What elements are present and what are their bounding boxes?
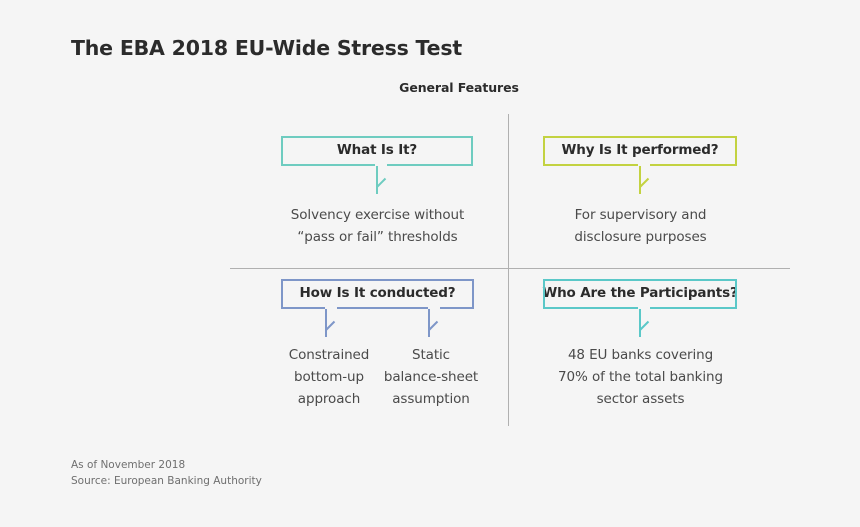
connector-how-is-it-conducted-right	[428, 309, 444, 339]
body-line: 48 EU banks covering	[567, 347, 714, 363]
body-line: assumption	[392, 390, 470, 407]
connector-stem	[325, 309, 327, 337]
box-edge-left	[543, 136, 545, 166]
connector-arrowhead	[376, 177, 387, 188]
body-line: balance-sheet	[383, 368, 479, 385]
quadrant-heading: What Is It?	[336, 142, 418, 159]
body-line: Static	[411, 347, 450, 363]
box-edge-bottom-right	[650, 307, 737, 309]
box-edge-bottom-left	[281, 307, 325, 309]
footer-source: Source: European Banking Authority	[71, 474, 262, 487]
box-edge-bottom-right	[387, 164, 473, 166]
body-line: disclosure purposes	[574, 228, 707, 245]
quadrant-box-who-are-the-participants[interactable]: Who Are the Participants?	[542, 279, 738, 309]
body-line: sector assets	[596, 390, 685, 407]
quadrant-box-why-is-it-performed[interactable]: Why Is It performed?	[543, 136, 737, 166]
body-line: Constrained	[288, 347, 370, 363]
connector-stem	[639, 166, 641, 194]
quadrant-body-who-are-the-participants: 48 EU banks covering 70% of the total ba…	[533, 345, 748, 411]
body-line: 70% of the total banking	[558, 368, 723, 385]
connector-arrowhead	[639, 320, 650, 331]
body-line: “pass or fail” thresholds	[297, 228, 458, 245]
quadrant-box-what-is-it[interactable]: What Is It?	[281, 136, 473, 166]
quadrant-box-how-is-it-conducted[interactable]: How Is It conducted?	[281, 279, 474, 309]
box-edge-left	[281, 279, 283, 309]
quadrant-divider-vertical	[508, 114, 509, 426]
body-line: Solvency exercise without	[290, 207, 465, 223]
connector-who-are-the-participants	[639, 309, 655, 339]
box-edge-top	[281, 136, 473, 138]
footer-as-of: As of November 2018	[71, 459, 186, 471]
box-edge-bottom-mid	[337, 307, 428, 309]
body-line: bottom-up	[294, 368, 364, 385]
connector-arrowhead	[428, 320, 439, 331]
box-edge-right	[735, 279, 737, 309]
quadrant-divider-horizontal	[230, 268, 790, 269]
box-edge-top	[281, 279, 474, 281]
connector-stem	[428, 309, 430, 337]
connector-why-is-it-performed	[639, 166, 655, 196]
body-line: approach	[297, 390, 361, 407]
quadrant-body-why-is-it-performed: For supervisory and disclosure purposes	[533, 205, 748, 249]
box-edge-top	[543, 136, 737, 138]
connector-what-is-it	[376, 166, 392, 196]
footer-notes: As of November 2018 Source: European Ban…	[71, 458, 262, 490]
body-line: For supervisory and	[574, 207, 707, 223]
quadrant-body-what-is-it: Solvency exercise without “pass or fail”…	[270, 205, 485, 249]
box-edge-left	[281, 136, 283, 166]
quadrant-body-how-is-it-conducted-col1: Constrained bottom-up approach	[273, 345, 385, 411]
box-edge-bottom-left	[543, 307, 638, 309]
connector-how-is-it-conducted-left	[325, 309, 341, 339]
quadrant-heading: Who Are the Participants?	[542, 285, 738, 302]
chart-subtitle: General Features	[399, 80, 519, 95]
box-edge-bottom-right	[440, 307, 474, 309]
page-title: The EBA 2018 EU-Wide Stress Test	[71, 36, 462, 60]
connector-stem	[639, 309, 641, 337]
box-edge-bottom-right	[650, 164, 737, 166]
box-edge-left	[543, 279, 545, 309]
quadrant-heading: Why Is It performed?	[561, 142, 719, 159]
box-edge-top	[543, 279, 737, 281]
box-edge-right	[471, 136, 473, 166]
connector-arrowhead	[325, 320, 336, 331]
connector-arrowhead	[639, 177, 650, 188]
box-edge-bottom-left	[281, 164, 375, 166]
quadrant-heading: How Is It conducted?	[299, 285, 456, 302]
box-edge-right	[735, 136, 737, 166]
box-edge-right	[472, 279, 474, 309]
connector-stem	[376, 166, 378, 194]
box-edge-bottom-left	[543, 164, 638, 166]
quadrant-body-how-is-it-conducted-col2: Static balance-sheet assumption	[375, 345, 487, 411]
